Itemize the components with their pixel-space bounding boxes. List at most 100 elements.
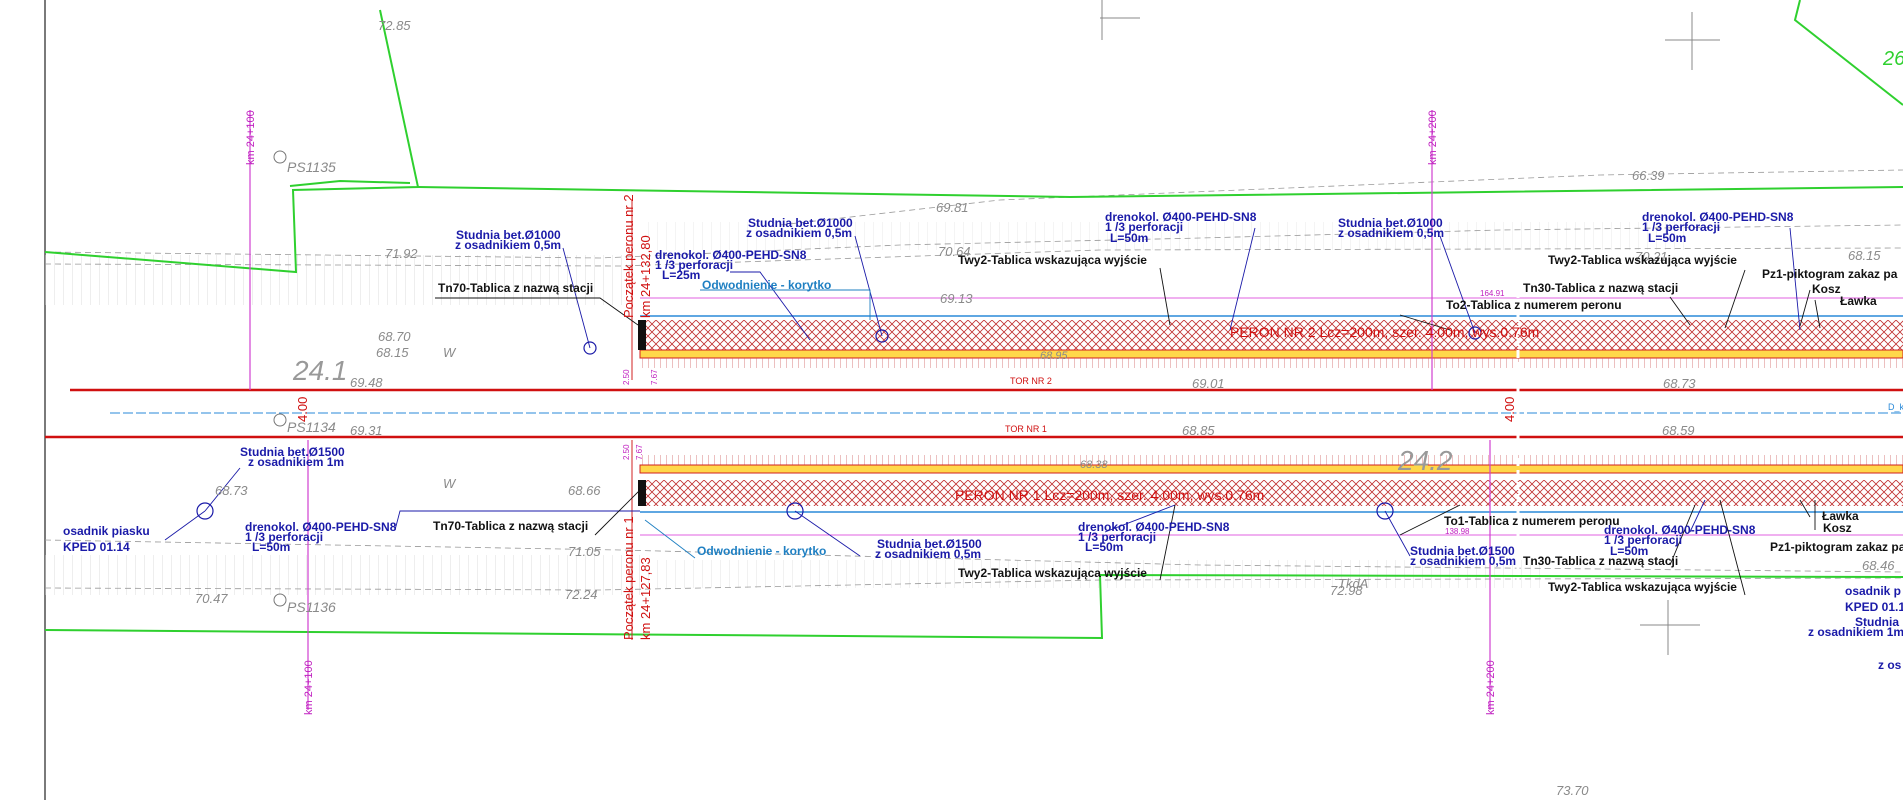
boundary-lines bbox=[44, 0, 1903, 640]
svg-text:Twy2-Tablica wskazująca wyjści: Twy2-Tablica wskazująca wyjście bbox=[958, 253, 1147, 267]
distance-label-1: 4.00 bbox=[295, 397, 310, 422]
svg-text:z osadnikiem 0,5m: z osadnikiem 0,5m bbox=[1410, 554, 1516, 568]
svg-text:1 /3 perforacji: 1 /3 perforacji bbox=[1642, 220, 1720, 234]
svg-text:Twy2-Tablica wskazująca wyjści: Twy2-Tablica wskazująca wyjście bbox=[1548, 253, 1737, 267]
svg-text:osadnik p: osadnik p bbox=[1845, 584, 1901, 598]
svg-text:Pz1-piktogram zakaz pa: Pz1-piktogram zakaz pa bbox=[1762, 267, 1898, 281]
map-number: 26 bbox=[1882, 48, 1903, 70]
svg-text:drenokol. Ø400-PEHD-SN8: drenokol. Ø400-PEHD-SN8 bbox=[245, 520, 397, 534]
svg-text:73.70: 73.70 bbox=[1556, 783, 1589, 798]
odwodnienie-leader-top bbox=[700, 289, 871, 320]
survey-crosses bbox=[1100, 0, 1720, 655]
track-1-label: TOR NR 1 bbox=[1005, 424, 1047, 434]
svg-text:Ławka: Ławka bbox=[1822, 509, 1859, 523]
svg-text:68.73: 68.73 bbox=[1663, 376, 1696, 391]
svg-text:66.39: 66.39 bbox=[1632, 168, 1665, 183]
platform-2-label: PERON NR 2 Lcz=200m, szer. 4.00m, wys.0.… bbox=[1230, 324, 1539, 340]
dim-label-5: 164.91 bbox=[1480, 289, 1505, 298]
svg-text:KPED 01.14: KPED 01.14 bbox=[63, 540, 130, 554]
svg-text:Studnia bet.Ø1000: Studnia bet.Ø1000 bbox=[748, 216, 853, 230]
svg-text:Pz1-piktogram zakaz pa: Pz1-piktogram zakaz pa bbox=[1770, 540, 1903, 554]
chainage-24-1: 24.1 bbox=[292, 355, 348, 386]
platform-2-start-label: Początek peronu nr 2 bbox=[621, 194, 636, 318]
point-ps1134: PS1134 bbox=[287, 419, 336, 435]
point-w-1: W bbox=[443, 345, 457, 360]
black-leaders bbox=[435, 267, 1821, 596]
svg-text:osadnik piasku: osadnik piasku bbox=[63, 524, 150, 538]
platform-1-start-label: Początek peronu nr 1 bbox=[621, 516, 636, 640]
svg-text:70.64: 70.64 bbox=[938, 244, 971, 259]
svg-text:Kosz: Kosz bbox=[1823, 521, 1852, 535]
km-marker-24-100-top: km 24+100 bbox=[245, 110, 257, 165]
point-ps1136: PS1136 bbox=[287, 599, 336, 615]
svg-text:69.13: 69.13 bbox=[940, 291, 973, 306]
svg-text:68.73: 68.73 bbox=[215, 483, 248, 498]
platform-2-start-km: km 24+132,80 bbox=[638, 235, 653, 318]
svg-text:Twy2-Tablica wskazująca wyjści: Twy2-Tablica wskazująca wyjście bbox=[1548, 580, 1737, 594]
svg-text:68.15: 68.15 bbox=[376, 345, 409, 360]
track-d-label: D_k bbox=[1888, 402, 1903, 412]
svg-text:69.48: 69.48 bbox=[350, 375, 383, 390]
blue-annotations: Studnia bet.Ø1000 z osadnikiem 0,5m Stud… bbox=[63, 210, 1903, 672]
dim-label-1: 2.50 bbox=[622, 369, 631, 385]
svg-text:drenokol. Ø400-PEHD-SN8: drenokol. Ø400-PEHD-SN8 bbox=[1078, 520, 1230, 534]
svg-text:Studnia bet.Ø1500: Studnia bet.Ø1500 bbox=[1410, 544, 1515, 558]
svg-text:68.66: 68.66 bbox=[568, 483, 601, 498]
platform-2-area bbox=[640, 320, 1903, 350]
svg-text:72.85: 72.85 bbox=[378, 18, 411, 33]
svg-text:69.81: 69.81 bbox=[936, 200, 969, 215]
svg-text:z osadnikiem 0,5m: z osadnikiem 0,5m bbox=[746, 226, 852, 240]
black-annotations: Tn70-Tablica z nazwą stacji Tn70-Tablica… bbox=[433, 253, 1903, 594]
svg-text:Studnia bet.Ø1000: Studnia bet.Ø1000 bbox=[1338, 216, 1443, 230]
distance-label-2: 4.00 bbox=[1502, 397, 1517, 422]
svg-text:Studnia bet.Ø1000: Studnia bet.Ø1000 bbox=[456, 228, 561, 242]
svg-text:Ławka: Ławka bbox=[1840, 294, 1877, 308]
dim-label-3: 7.67 bbox=[650, 369, 659, 385]
svg-text:68.59: 68.59 bbox=[1662, 423, 1695, 438]
svg-text:Studnia bet.Ø1500: Studnia bet.Ø1500 bbox=[240, 445, 345, 459]
platform-1-area bbox=[640, 480, 1903, 506]
svg-text:z osadnikiem 1m: z osadnikiem 1m bbox=[1808, 625, 1903, 639]
platform-1-fence bbox=[640, 455, 1903, 465]
svg-text:1 /3 perforacji: 1 /3 perforacji bbox=[1078, 530, 1156, 544]
svg-text:68.46: 68.46 bbox=[1862, 558, 1895, 573]
embankment-lower-right bbox=[640, 560, 1540, 588]
svg-text:drenokol. Ø400-PEHD-SN8: drenokol. Ø400-PEHD-SN8 bbox=[1604, 523, 1756, 537]
svg-text:Kosz: Kosz bbox=[1812, 282, 1841, 296]
svg-text:70.47: 70.47 bbox=[195, 591, 228, 606]
svg-text:z osadnikiem 0,5m: z osadnikiem 0,5m bbox=[455, 238, 561, 252]
platform-1-edge bbox=[639, 464, 1903, 474]
svg-text:1 /3 perforacji: 1 /3 perforacji bbox=[1105, 220, 1183, 234]
dim-label-6: 138.98 bbox=[1445, 527, 1470, 536]
survey-points bbox=[273, 150, 287, 607]
dim-label-4: 7.67 bbox=[635, 444, 644, 460]
embankment-upper-right bbox=[640, 222, 1690, 250]
svg-text:drenokol. Ø400-PEHD-SN8: drenokol. Ø400-PEHD-SN8 bbox=[1642, 210, 1794, 224]
odwodnienie-bottom: Odwodnienie - korytko bbox=[697, 544, 826, 558]
svg-text:L=50m: L=50m bbox=[1610, 544, 1648, 558]
svg-text:To1-Tablica z numerem peronu: To1-Tablica z numerem peronu bbox=[1444, 514, 1620, 528]
wells bbox=[196, 326, 1482, 520]
svg-text:68.70: 68.70 bbox=[378, 329, 411, 344]
svg-text:drenokol. Ø400-PEHD-SN8: drenokol. Ø400-PEHD-SN8 bbox=[1105, 210, 1257, 224]
svg-text:1 /3 perforacji: 1 /3 perforacji bbox=[245, 530, 323, 544]
embankment-upper bbox=[45, 255, 625, 305]
km-marker-24-100-bottom: km 24+100 bbox=[303, 660, 315, 715]
svg-text:68.38: 68.38 bbox=[1080, 459, 1108, 471]
chainage-24-2: 24.2 bbox=[1397, 445, 1453, 476]
svg-text:Tn70-Tablica z nazwą stacji: Tn70-Tablica z nazwą stacji bbox=[438, 281, 593, 295]
svg-text:68.95: 68.95 bbox=[1040, 350, 1068, 362]
km-marker-lines bbox=[249, 110, 1491, 710]
svg-text:72.98: 72.98 bbox=[1330, 583, 1363, 598]
svg-text:69.31: 69.31 bbox=[350, 423, 383, 438]
point-ps1135: PS1135 bbox=[287, 159, 336, 175]
svg-text:1 /3 perforacji: 1 /3 perforacji bbox=[655, 258, 733, 272]
svg-text:L=25m: L=25m bbox=[662, 268, 700, 282]
km-marker-24-200-bottom: km 24+200 bbox=[1485, 660, 1497, 715]
svg-text:KPED 01.1: KPED 01.1 bbox=[1845, 600, 1903, 614]
point-w-2: W bbox=[443, 476, 457, 491]
platform-2-edge bbox=[639, 349, 1903, 359]
svg-text:Tn30-Tablica z nazwą stacji: Tn30-Tablica z nazwą stacji bbox=[1523, 281, 1678, 295]
svg-text:72.24: 72.24 bbox=[565, 587, 598, 602]
